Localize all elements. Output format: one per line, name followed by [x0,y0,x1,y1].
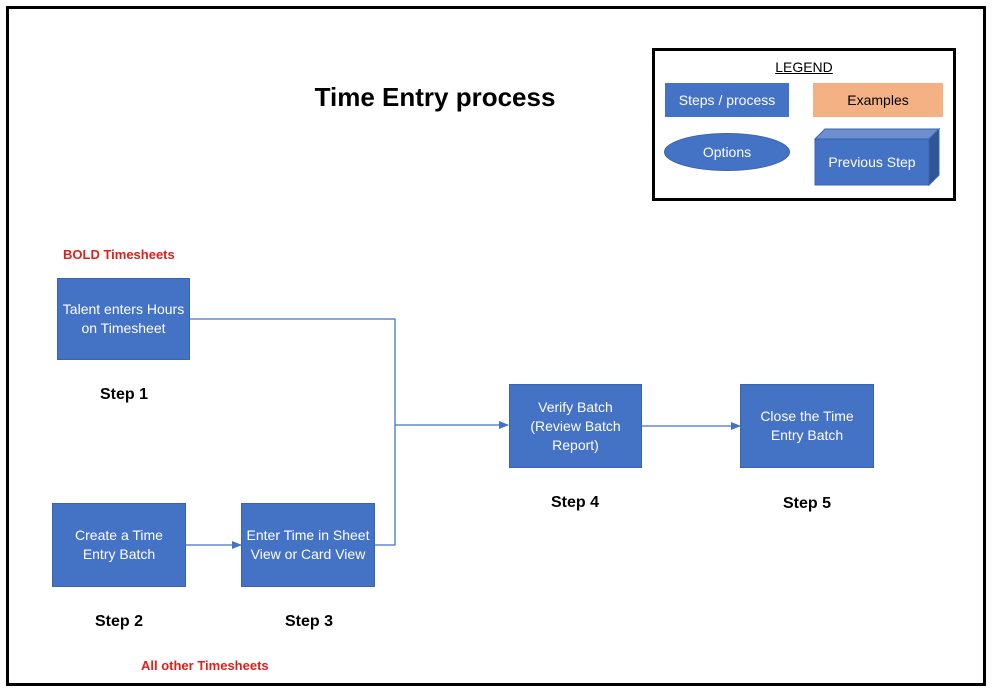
legend-previous-step-cube: Previous Step [813,127,941,187]
cube-front-face [814,138,930,186]
legend-options: Options [664,133,790,171]
connector-step3-merge [375,425,396,546]
legend-title: LEGEND [775,59,833,75]
legend-previous-step-label: Previous Step [828,154,915,170]
note-bold-timesheets: BOLD Timesheets [63,247,175,262]
legend: LEGEND Steps / process Examples Options … [652,48,956,201]
diagram-title: Time Entry process [314,82,556,112]
box-create-time-entry-batch: Create a Time Entry Batch [52,503,186,587]
box-close-time-entry-batch: Close the Time Entry Batch [740,384,874,468]
box-verify-batch: Verify Batch (Review Batch Report) [509,384,642,468]
step-5-label: Step 5 [782,495,831,512]
legend-examples: Examples [813,83,943,117]
step-1-label: Step 1 [99,386,148,403]
step-2-label: Step 2 [94,613,143,630]
diagram-frame [6,6,986,686]
step-3-label: Step 3 [284,613,333,630]
note-all-other-timesheets: All other Timesheets [141,658,269,673]
box-enter-time: Enter Time in Sheet View or Card View [241,503,375,587]
box-talent-enters-hours: Talent enters Hours on Timesheet [57,278,190,360]
step-4-label: Step 4 [550,494,599,511]
legend-steps-process: Steps / process [665,83,789,117]
connector-step1-merge [190,318,396,425]
